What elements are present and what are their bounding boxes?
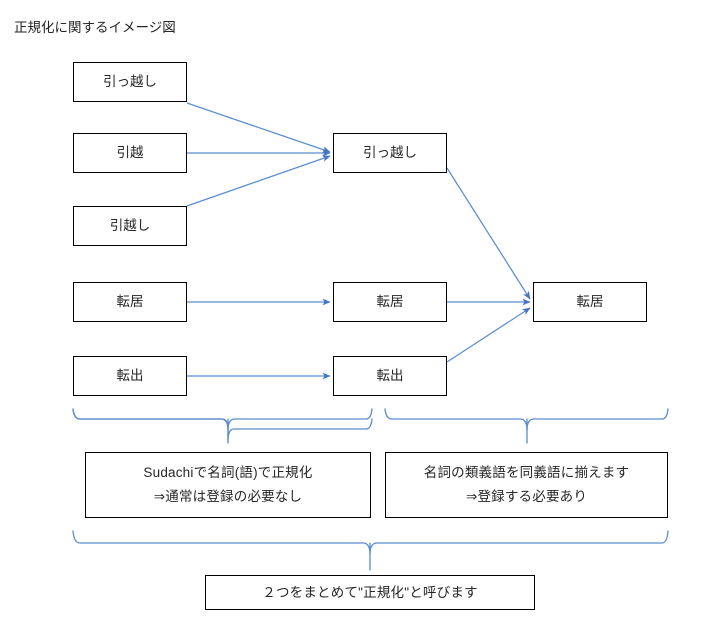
node-hikkoshi-2[interactable]: 引越: [73, 133, 187, 173]
node-tenkyo-norm[interactable]: 転居: [333, 282, 447, 322]
edge-norm-hikkoshi-to-final: [446, 167, 531, 300]
node-tenkyo-1[interactable]: 転居: [73, 282, 187, 322]
edge-norm-tenshutsu-to-final: [446, 307, 531, 363]
edge-hikkoshi1-to-norm: [186, 102, 331, 153]
node-label: 引っ越し: [363, 144, 417, 160]
node-label: 引越: [116, 144, 144, 160]
node-hikkoshi-3[interactable]: 引越し: [73, 206, 187, 246]
caption-summary-line1: ２つをまとめて"正規化"と呼びます: [262, 584, 478, 600]
caption-left-line1: Sudachiで名詞(語)で正規化: [143, 465, 313, 481]
node-tenshutsu-norm[interactable]: 転出: [333, 356, 447, 396]
node-tenshutsu-1[interactable]: 転出: [73, 356, 187, 396]
node-label: 転居: [116, 293, 144, 309]
edge-hikkoshi3-to-norm: [186, 155, 331, 207]
node-label: 転居: [376, 293, 404, 309]
caption-right: 名詞の類義語を同義語に揃えます ⇒登録する必要あり: [385, 452, 668, 518]
caption-left: Sudachiで名詞(語)で正規化 ⇒通常は登録の必要なし: [85, 452, 371, 518]
caption-left-line2: ⇒通常は登録の必要なし: [153, 489, 303, 504]
node-label: 引越し: [109, 217, 151, 233]
node-label: 転出: [376, 367, 404, 383]
caption-right-line1: 名詞の類義語を同義語に揃えます: [423, 465, 630, 481]
caption-right-line2: ⇒登録する必要あり: [465, 489, 588, 504]
node-tenkyo-final[interactable]: 転居: [533, 282, 647, 322]
node-label: 引っ越し: [103, 73, 157, 89]
page-title: 正規化に関するイメージ図: [14, 20, 176, 35]
node-label: 転居: [576, 293, 604, 309]
node-hikkoshi-1[interactable]: 引っ越し: [73, 62, 187, 102]
node-label: 転出: [116, 367, 144, 383]
caption-summary: ２つをまとめて"正規化"と呼びます: [205, 575, 535, 610]
node-hikkoshi-norm[interactable]: 引っ越し: [333, 133, 447, 173]
